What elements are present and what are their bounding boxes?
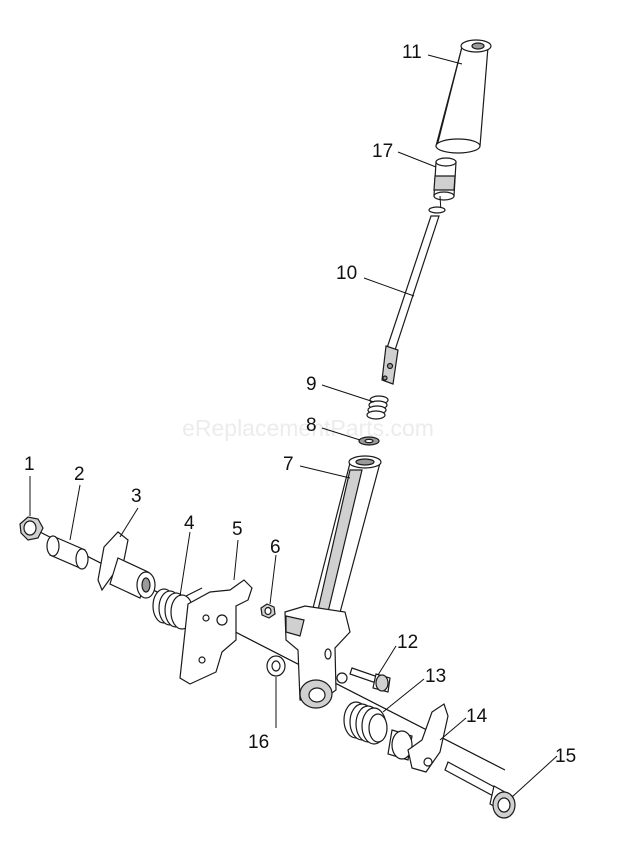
callout-4: 4 bbox=[184, 513, 195, 534]
callout-6: 6 bbox=[270, 537, 281, 558]
callout-16: 16 bbox=[248, 732, 269, 753]
callout-11: 11 bbox=[402, 42, 422, 63]
part-1-nut bbox=[19, 516, 44, 541]
callout-15: 15 bbox=[555, 746, 576, 767]
callout-17: 17 bbox=[372, 141, 393, 162]
part-16-washer bbox=[266, 655, 286, 677]
part-5-plate bbox=[179, 579, 253, 685]
callout-1: 1 bbox=[24, 454, 35, 475]
watermark: eReplacementParts.com bbox=[182, 415, 434, 441]
part-7-tube bbox=[309, 455, 382, 623]
part-15-long-bolt bbox=[444, 761, 516, 819]
callout-9: 9 bbox=[306, 374, 317, 395]
callout-10: 10 bbox=[336, 263, 357, 284]
part-2-spacer bbox=[46, 535, 89, 570]
lever-bracket bbox=[284, 605, 351, 709]
part-6-nut bbox=[260, 603, 276, 619]
part-3-hub bbox=[97, 531, 156, 599]
part-10-shift-rod bbox=[381, 195, 446, 385]
part-14-pawl bbox=[387, 703, 449, 773]
part-13-spring bbox=[343, 701, 388, 745]
part-11-handle-grip bbox=[435, 39, 492, 154]
part-9-spring bbox=[366, 395, 389, 420]
part-4-spring bbox=[152, 587, 203, 630]
part-17-insert bbox=[433, 157, 457, 201]
part-8-washer bbox=[358, 436, 380, 446]
leader-lines bbox=[29, 54, 558, 798]
callout-13: 13 bbox=[425, 666, 446, 687]
callout-8: 8 bbox=[306, 415, 317, 436]
callout-5: 5 bbox=[232, 519, 243, 540]
part-12-bolt bbox=[349, 667, 391, 693]
callout-labels: 11 17 10 9 8 7 1 2 3 4 5 6 16 12 13 14 1… bbox=[24, 42, 576, 767]
callout-12: 12 bbox=[397, 632, 418, 653]
callout-3: 3 bbox=[131, 486, 142, 507]
callout-7: 7 bbox=[283, 454, 294, 475]
callout-2: 2 bbox=[74, 464, 85, 485]
callout-14: 14 bbox=[466, 706, 488, 727]
